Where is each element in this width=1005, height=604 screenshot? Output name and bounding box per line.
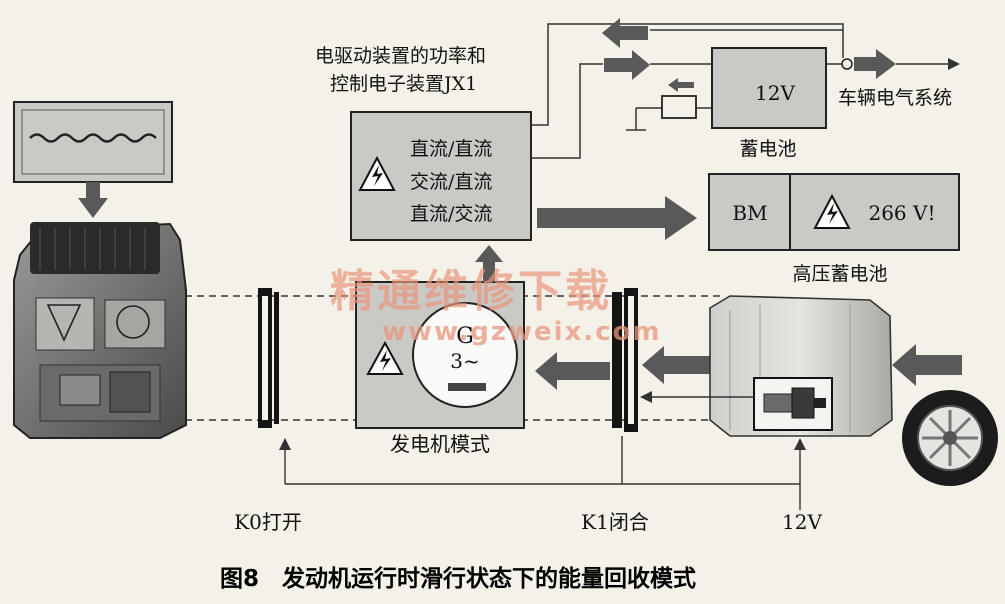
up-arrow-icon: [475, 245, 503, 282]
generator-letter: G: [456, 324, 474, 349]
wheel-icon: [902, 390, 998, 486]
gearbox: [709, 295, 893, 437]
clutch-k1: [612, 288, 638, 432]
clutch-k0: [258, 288, 279, 428]
hv-battery: BM 266 V!: [708, 173, 960, 251]
generator-phase: 3~: [450, 349, 479, 373]
engine-block: [13, 222, 187, 439]
warning-icon: [358, 155, 396, 191]
right-arrow-icon: [604, 50, 650, 80]
fuse-icon: [661, 78, 697, 119]
jx1-label-line1: 电驱动装置的功率和: [315, 45, 486, 67]
generator-box: G 3~: [355, 281, 525, 429]
clutch-k1-label: K1闭合: [581, 510, 649, 534]
watermark-url: www.gzweix.com: [382, 317, 662, 347]
figure-caption: 图8 发动机运行时滑行状态下的能量回收模式: [220, 565, 696, 592]
left-arrow-icon: [892, 344, 962, 386]
converter-mode-2: 交流/直流: [410, 171, 492, 193]
converter-mode-1: 直流/直流: [410, 138, 492, 160]
hv-battery-label: 高压蓄电池: [792, 263, 887, 285]
battery-12v: 12V: [711, 47, 827, 129]
converter-mode-3: 直流/交流: [410, 203, 492, 225]
left-arrow-icon: [642, 346, 717, 384]
generator-mode-label: 发电机模式: [390, 432, 490, 456]
warning-icon: [366, 340, 404, 375]
vehicle-electrical-label: 车辆电气系统: [838, 87, 952, 109]
warning-icon: [813, 193, 851, 229]
battery-12v-voltage: 12V: [755, 81, 795, 105]
control-lines: [284, 396, 801, 510]
right-arrow-icon: [854, 49, 896, 79]
watermark-text: 精通维修下载: [330, 266, 612, 317]
right-arrow-icon: [537, 196, 697, 240]
jx1-box: 直流/直流 交流/直流 直流/交流: [350, 111, 532, 241]
hv-battery-voltage: 266 V!: [868, 201, 935, 225]
jx1-label-line2: 控制电子装置JX1: [330, 73, 477, 95]
battery-12v-label: 蓄电池: [739, 138, 796, 160]
left-arrow-icon: [602, 18, 648, 48]
actuator-supply-label: 12V: [782, 510, 822, 534]
down-arrow-icon: [78, 182, 108, 218]
fuel-box: [13, 101, 173, 183]
hv-battery-bm: BM: [732, 201, 767, 225]
clutch-k0-label: K0打开: [234, 510, 302, 534]
left-arrow-icon: [535, 352, 610, 390]
